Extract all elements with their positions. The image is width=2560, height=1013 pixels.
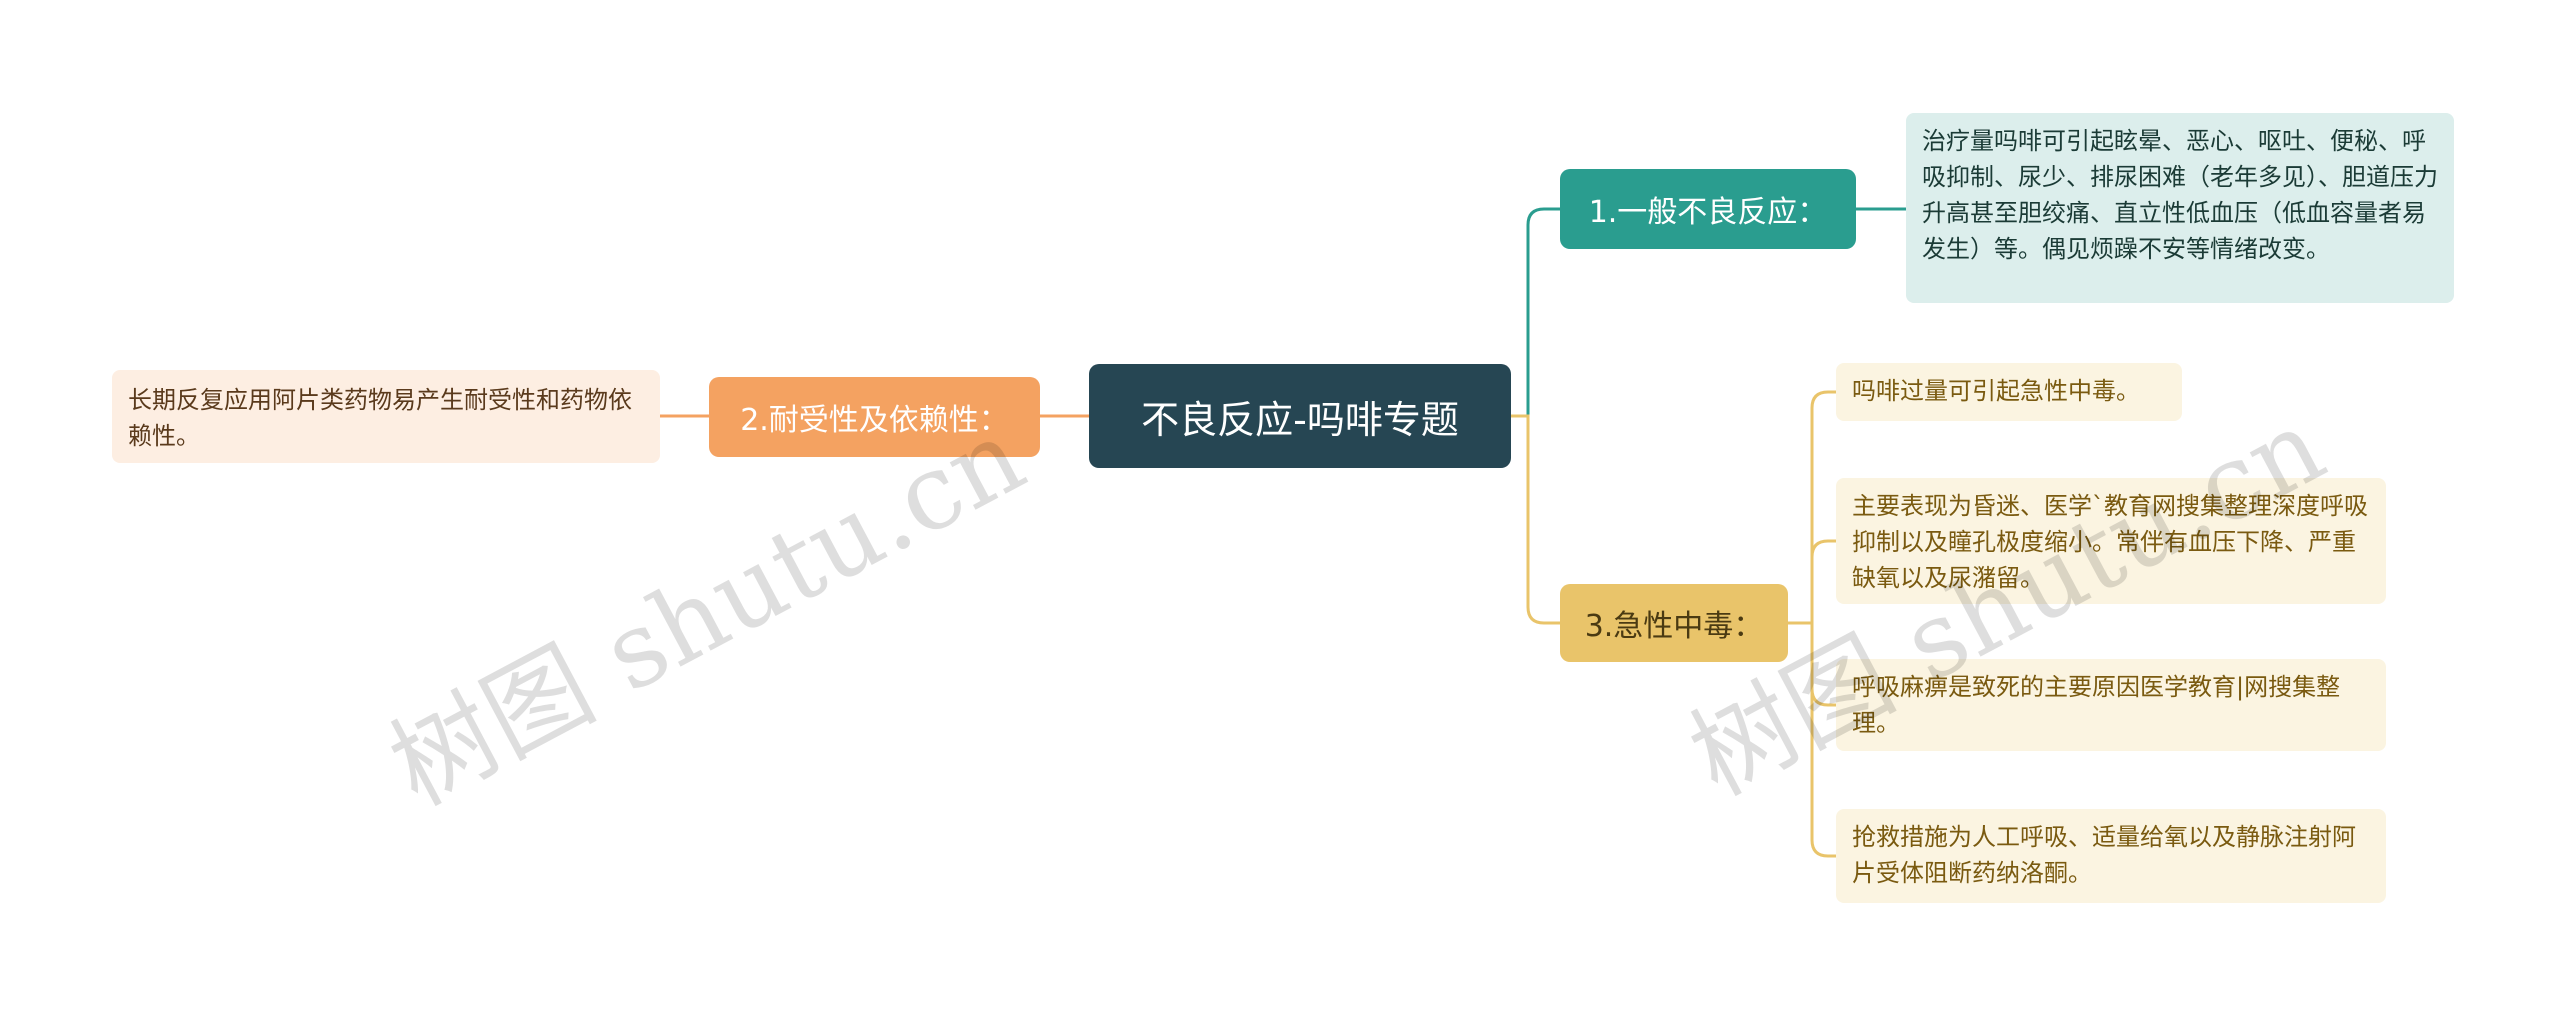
- connector-branch3-leaf3: [1810, 623, 1836, 707]
- branch-label: 1.一般不良反应：: [1588, 195, 1828, 230]
- leaf-text: 抢救措施为人工呼吸、适量给氧以及静脉注射阿片受体阻断药纳洛酮。: [1852, 823, 2356, 887]
- branch-acute-poisoning[interactable]: 3.急性中毒：: [1560, 584, 1788, 662]
- branch-label: 3.急性中毒：: [1584, 609, 1764, 644]
- connector-root-branch1: [1511, 207, 1560, 418]
- leaf-general-adverse-reactions[interactable]: 治疗量吗啡可引起眩晕、恶心、呕吐、便秘、呼吸抑制、尿少、排尿困难（老年多见）、胆…: [1906, 113, 2454, 303]
- leaf-acute-poisoning-1[interactable]: 吗啡过量可引起急性中毒。: [1836, 363, 2182, 421]
- leaf-text: 治疗量吗啡可引起眩晕、恶心、呕吐、便秘、呼吸抑制、尿少、排尿困难（老年多见）、胆…: [1922, 127, 2438, 263]
- root-label: 不良反应-吗啡专题: [1141, 397, 1459, 442]
- root-node[interactable]: 不良反应-吗啡专题: [1089, 364, 1511, 468]
- connector-branch3-leaf4: [1810, 623, 1836, 858]
- leaf-text: 呼吸麻痹是致死的主要原因医学教育|网搜集整理。: [1852, 673, 2341, 737]
- leaf-tolerance-dependence[interactable]: 长期反复应用阿片类药物易产生耐受性和药物依赖性。: [112, 370, 660, 463]
- connector-branch3-leaf2: [1810, 539, 1836, 623]
- leaf-acute-poisoning-2[interactable]: 主要表现为昏迷、医学`教育网搜集整理深度呼吸抑制以及瞳孔极度缩小。常伴有血压下降…: [1836, 478, 2386, 604]
- branch-tolerance-dependence[interactable]: 2.耐受性及依赖性：: [709, 377, 1040, 457]
- leaf-text: 主要表现为昏迷、医学`教育网搜集整理深度呼吸抑制以及瞳孔极度缩小。常伴有血压下降…: [1852, 492, 2368, 592]
- leaf-acute-poisoning-3[interactable]: 呼吸麻痹是致死的主要原因医学教育|网搜集整理。: [1836, 659, 2386, 751]
- connector-root-branch3: [1511, 414, 1560, 625]
- connector-branch3-leaf1: [1810, 390, 1836, 623]
- leaf-text: 长期反复应用阿片类药物易产生耐受性和药物依赖性。: [128, 386, 632, 450]
- branch-label: 2.耐受性及依赖性：: [740, 403, 1009, 438]
- branch-general-adverse-reactions[interactable]: 1.一般不良反应：: [1560, 169, 1856, 249]
- leaf-acute-poisoning-4[interactable]: 抢救措施为人工呼吸、适量给氧以及静脉注射阿片受体阻断药纳洛酮。: [1836, 809, 2386, 903]
- leaf-text: 吗啡过量可引起急性中毒。: [1852, 377, 2140, 405]
